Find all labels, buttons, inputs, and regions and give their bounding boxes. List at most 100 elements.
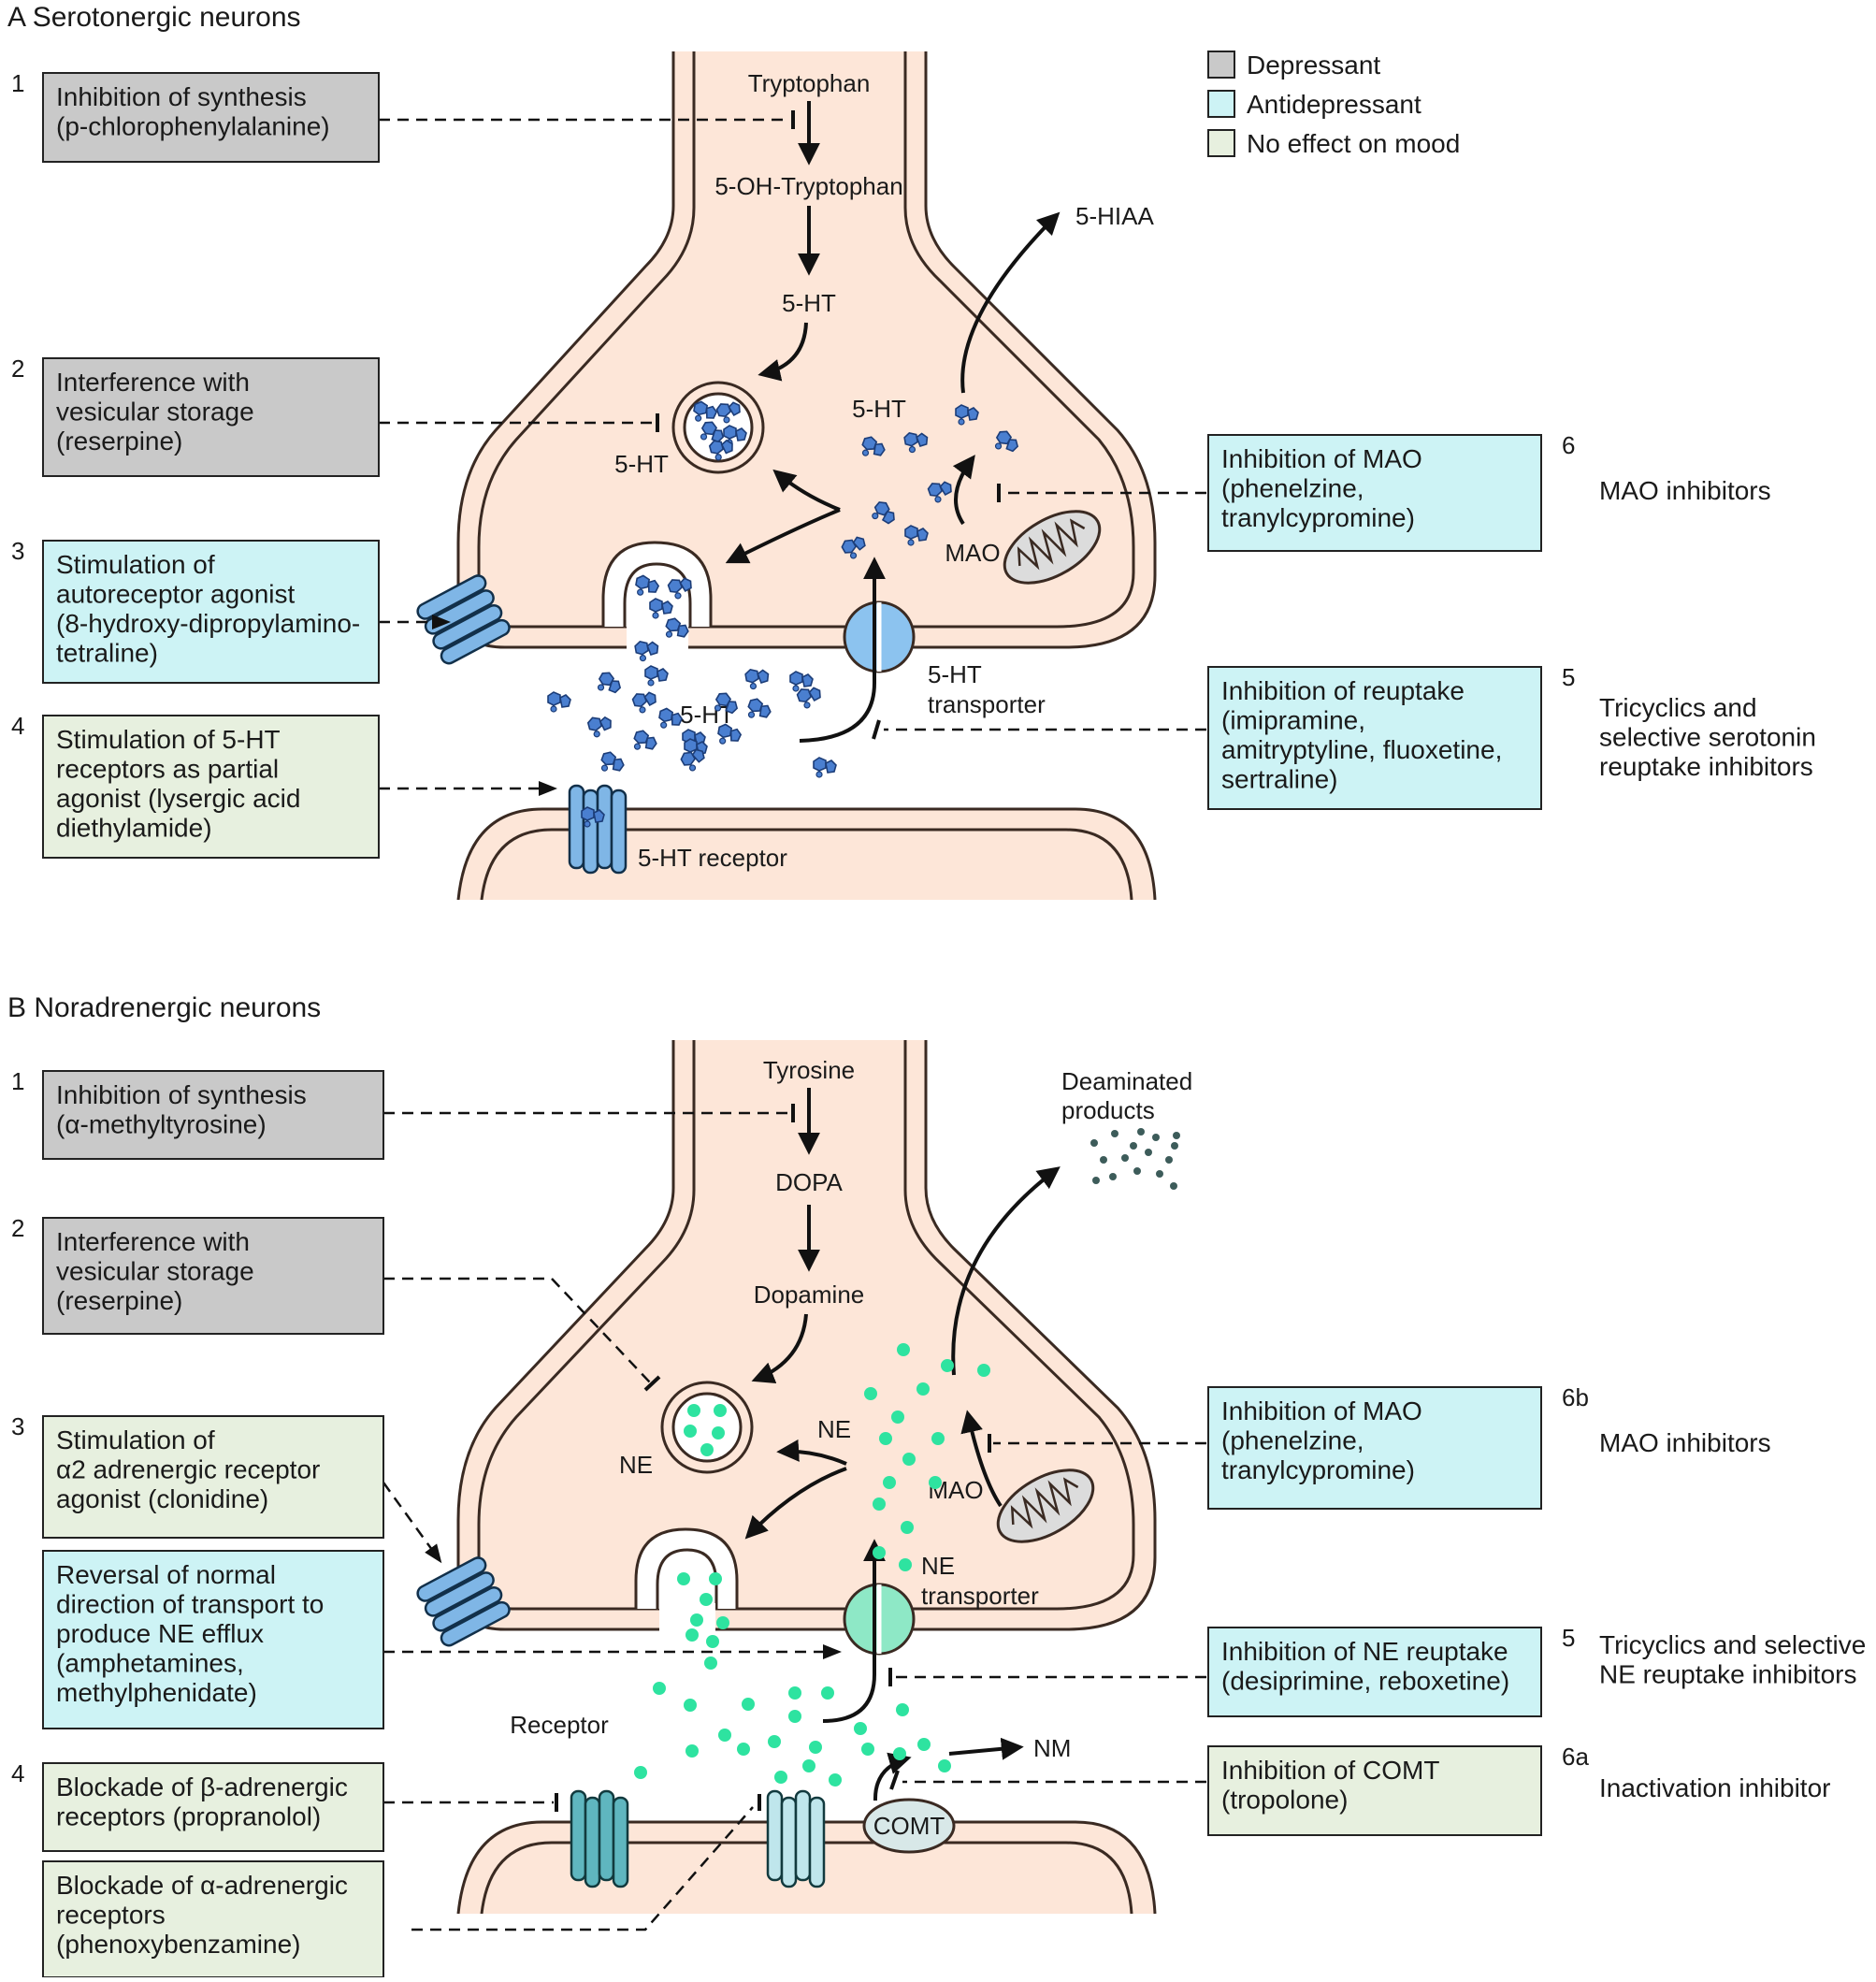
comt-label: COMT [873, 1812, 945, 1840]
ne-molecule [938, 1759, 951, 1772]
serotonin-molecule [667, 577, 692, 600]
vesicle-b [660, 1381, 754, 1474]
step-number: 4 [11, 712, 24, 740]
ne-transporter [843, 1583, 916, 1656]
deaminated-product [1109, 1173, 1117, 1180]
step-number: 5 [1562, 663, 1575, 691]
left-box-0: Inhibition of synthesis(p-chlorophenylal… [11, 69, 380, 163]
vesicle-5ht-label: 5-HT [614, 450, 669, 478]
drug-box-line: Interference with [56, 1227, 250, 1256]
deaminated-product [1152, 1134, 1160, 1141]
drug-box-line: diethylamide) [56, 814, 212, 843]
step-number: 2 [11, 1214, 24, 1242]
connector-b-alpha [411, 1806, 754, 1931]
drug-box-line: (reserpine) [56, 427, 182, 456]
panel-b-right-boxes: Inhibition of MAO(phenelzine,tranylcypro… [1207, 1383, 1866, 1836]
serotonin-molecule [586, 716, 612, 738]
ne-molecule [802, 1759, 815, 1772]
drug-box-antidepressant [42, 1550, 384, 1729]
step-number: 4 [11, 1759, 24, 1787]
arrow-cytosol-to-release-a [725, 508, 841, 564]
drug-box-antidepressant [1207, 1386, 1542, 1510]
drug-box-line: vesicular storage [56, 398, 254, 427]
transporter-label-b-2: transporter [921, 1582, 1039, 1610]
step-number: 1 [11, 69, 24, 97]
serotonin-molecule [665, 617, 689, 638]
step-number: 6 [1562, 431, 1575, 459]
pathway-tryptophan: Tryptophan [748, 69, 871, 97]
drug-box-line: Inhibition of MAO [1221, 444, 1422, 473]
deaminated-product [1173, 1132, 1180, 1139]
ne-molecule [685, 1744, 699, 1758]
right-box-0: Inhibition of MAO(phenelzine,tranylcypro… [1207, 431, 1771, 552]
arrow-to-5hiaa [960, 211, 1061, 394]
ne-molecule [774, 1771, 787, 1784]
ne-molecule [712, 1426, 725, 1439]
drug-box-line: tranylcypromine) [1221, 503, 1415, 532]
mitochondrion-a [1003, 510, 1102, 585]
arrow-cytosol-to-vesicle-a [772, 469, 841, 512]
drug-box-line: (imipramine, [1221, 706, 1365, 735]
deaminated-product [1130, 1142, 1137, 1150]
transporter-label-a-2: transporter [928, 690, 1046, 718]
panel-a-left-boxes: Inhibition of synthesis(p-chlorophenylal… [11, 69, 380, 859]
hiaa-label: 5-HIAA [1075, 202, 1154, 230]
drug-box-no-effect [42, 1762, 384, 1852]
arrow-to-nm [948, 1737, 1024, 1760]
serotonin-molecule [680, 748, 705, 772]
deaminated-label-2: products [1061, 1096, 1155, 1124]
drug-box-line: receptors (propranolol) [56, 1802, 321, 1831]
ne-molecule [709, 1572, 722, 1585]
postsynaptic-membrane-a [456, 807, 1157, 901]
right-box-1: Inhibition of reuptake(imipramine,amitry… [1207, 663, 1816, 810]
drug-box-line: tetraline) [56, 639, 158, 668]
ne-molecule [861, 1743, 874, 1756]
ne-molecule [931, 1432, 945, 1445]
pathway-dopamine: Dopamine [754, 1280, 865, 1309]
panel-a-title: A Serotonergic neurons [7, 2, 301, 33]
drug-class-label: reuptake inhibitors [1599, 752, 1813, 781]
vesicle-5ht-molecules [693, 400, 747, 461]
legend-swatch-no-effect [1207, 129, 1235, 157]
cytosol-5ht-label: 5-HT [852, 395, 906, 423]
ne-molecule [977, 1364, 990, 1377]
drug-box-line: (phenoxybenzamine) [56, 1930, 301, 1959]
serotonin-molecule [600, 751, 625, 772]
drug-box-antidepressant [42, 540, 380, 684]
serotonin-molecule [744, 668, 770, 690]
arrow-cytosol-to-release-b [744, 1467, 847, 1540]
serotonin-molecule [634, 640, 659, 662]
presynaptic-inner-membrane-a [477, 51, 1135, 629]
serotonin-molecules [547, 404, 1019, 828]
ne-molecule [879, 1432, 892, 1445]
ne-molecule [716, 1616, 729, 1629]
ne-molecule [854, 1722, 867, 1735]
panel-a: A Serotonergic neurons Tryptophan 5-OH-T… [7, 2, 1816, 909]
deaminated-product [1170, 1182, 1177, 1190]
serotonin-molecule [955, 404, 979, 426]
arrow-reuptake-a [799, 557, 886, 743]
panel-b-title: B Noradrenergic neurons [7, 992, 321, 1023]
drug-box-line: autoreceptor agonist [56, 580, 296, 609]
inhibit-bar-a5 [872, 719, 881, 740]
deaminated-label-1: Deaminated [1061, 1067, 1192, 1095]
drug-box-line: α2 adrenergic receptor [56, 1455, 320, 1484]
ne-molecule [718, 1729, 731, 1742]
drug-box-line: agonist (clonidine) [56, 1484, 268, 1513]
pathway-5oh-tryptophan: 5-OH-Tryptophan [714, 172, 902, 200]
legend-label-antidepressant: Antidepressant [1247, 90, 1421, 119]
drug-box-line: (amphetamines, [56, 1649, 244, 1678]
ne-molecule [653, 1682, 666, 1695]
autoreceptor-b [416, 1556, 511, 1647]
deaminated-product [1165, 1156, 1173, 1164]
serotonin-molecule [796, 687, 821, 709]
drug-box-line: Inhibition of synthesis [56, 1080, 307, 1109]
connectors-a [379, 110, 1206, 796]
deaminated-product [1133, 1167, 1141, 1175]
serotonin-molecule [581, 806, 605, 828]
drug-class-label: NE reuptake inhibitors [1599, 1660, 1856, 1689]
serotonin-molecule [994, 430, 1019, 453]
